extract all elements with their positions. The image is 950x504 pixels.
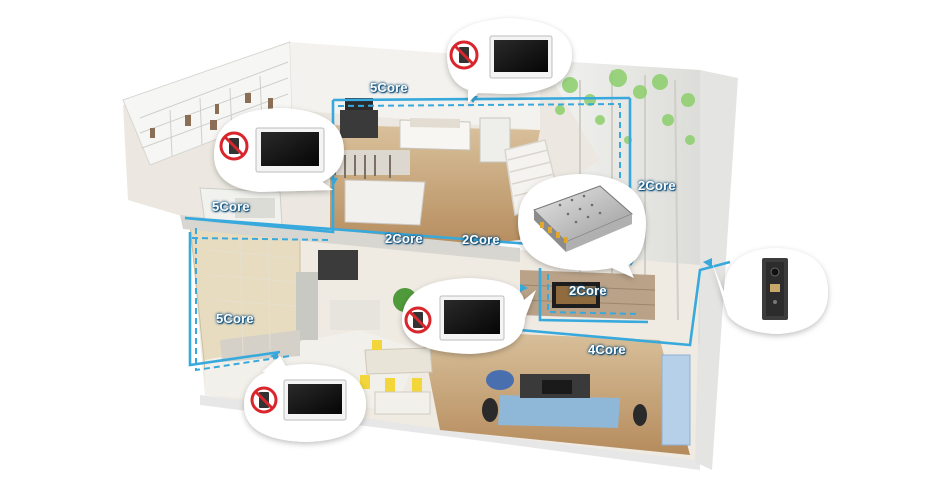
indoor-monitor-icon [439, 295, 505, 341]
kitchen [209, 237, 380, 396]
wire-label-5core-top: 5Core [370, 80, 408, 95]
no-phone-sign-icon [250, 386, 278, 414]
wire-label-2core-tv: 2Core [569, 283, 607, 298]
indoor-monitor-icon [255, 127, 325, 173]
wire-2core-tv [538, 268, 649, 324]
no-phone-sign-icon [219, 131, 249, 161]
wire-lower-left [188, 232, 281, 367]
dining-area [360, 288, 433, 415]
power-supply-icon [533, 185, 633, 252]
no-phone-sign-icon [404, 306, 432, 334]
living-room [482, 270, 691, 446]
no-phone-sign-icon [449, 40, 479, 70]
outdoor-door-station-icon [762, 258, 788, 320]
wire-label-2core-top-right: 2Core [638, 178, 676, 193]
wire-label-4core-bottom: 4Core [588, 342, 626, 357]
books [150, 93, 273, 138]
wire-label-5core-lower-left: 5Core [216, 311, 254, 326]
bedroom-furniture [199, 98, 511, 226]
bookshelf [139, 61, 289, 157]
wire-label-2core-mid-left: 2Core [385, 231, 423, 246]
wire-label-5core-upper-left: 5Core [212, 199, 250, 214]
indoor-monitor-icon [489, 35, 553, 79]
wire-label-2core-mid: 2Core [462, 232, 500, 247]
indoor-monitor-icon [283, 379, 347, 421]
wire-4core [519, 260, 731, 347]
